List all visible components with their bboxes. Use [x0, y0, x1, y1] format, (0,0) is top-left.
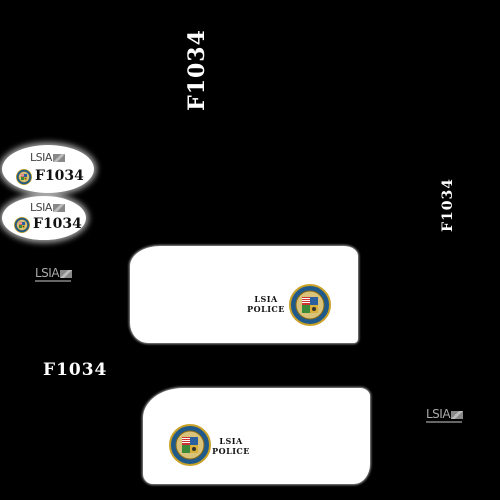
lsia-logo-underline: [35, 280, 71, 282]
door-label-line1: LSIA: [219, 436, 243, 446]
door-label: LSIA POLICE: [209, 436, 253, 456]
lsia-mark-icon: [52, 154, 65, 162]
lsia-mark-icon: [451, 410, 464, 419]
badge-number: F1034: [33, 216, 82, 232]
lsia-mark-icon: [60, 269, 73, 278]
door-panel-left: LSIA POLICE: [143, 388, 370, 484]
door-panel-right: LSIA POLICE: [130, 246, 358, 343]
lsia-logo-text: LSIA: [426, 407, 451, 421]
police-seal-icon: [14, 217, 30, 233]
door-label: LSIA POLICE: [244, 294, 288, 314]
oval-badge-2: LSIA F1034: [2, 196, 86, 240]
lsia-logo-standalone-2: LSIA: [426, 407, 464, 423]
lsia-logo-standalone-1: LSIA: [35, 266, 73, 282]
lsia-logo-text: LSIA: [30, 201, 52, 214]
police-seal-icon: [289, 284, 331, 326]
unit-number-vertical-large: F1034: [184, 29, 210, 111]
badge-number: F1034: [35, 168, 84, 184]
unit-number-vertical-small: F1034: [440, 178, 456, 232]
lsia-logo-text: LSIA: [35, 266, 60, 280]
lsia-logo-text: LSIA: [30, 151, 52, 164]
lsia-mark-icon: [52, 204, 65, 212]
door-label-line2: POLICE: [247, 304, 285, 314]
oval-badge-1: LSIA F1034: [2, 145, 94, 193]
door-label-line2: POLICE: [212, 446, 250, 456]
police-seal-icon: [16, 169, 32, 185]
lsia-logo: LSIA: [30, 151, 65, 164]
unit-number-horizontal: F1034: [43, 360, 108, 380]
police-seal-icon: [169, 424, 211, 466]
lsia-logo-underline: [426, 421, 462, 423]
door-label-line1: LSIA: [254, 294, 278, 304]
lsia-logo: LSIA: [30, 201, 65, 214]
